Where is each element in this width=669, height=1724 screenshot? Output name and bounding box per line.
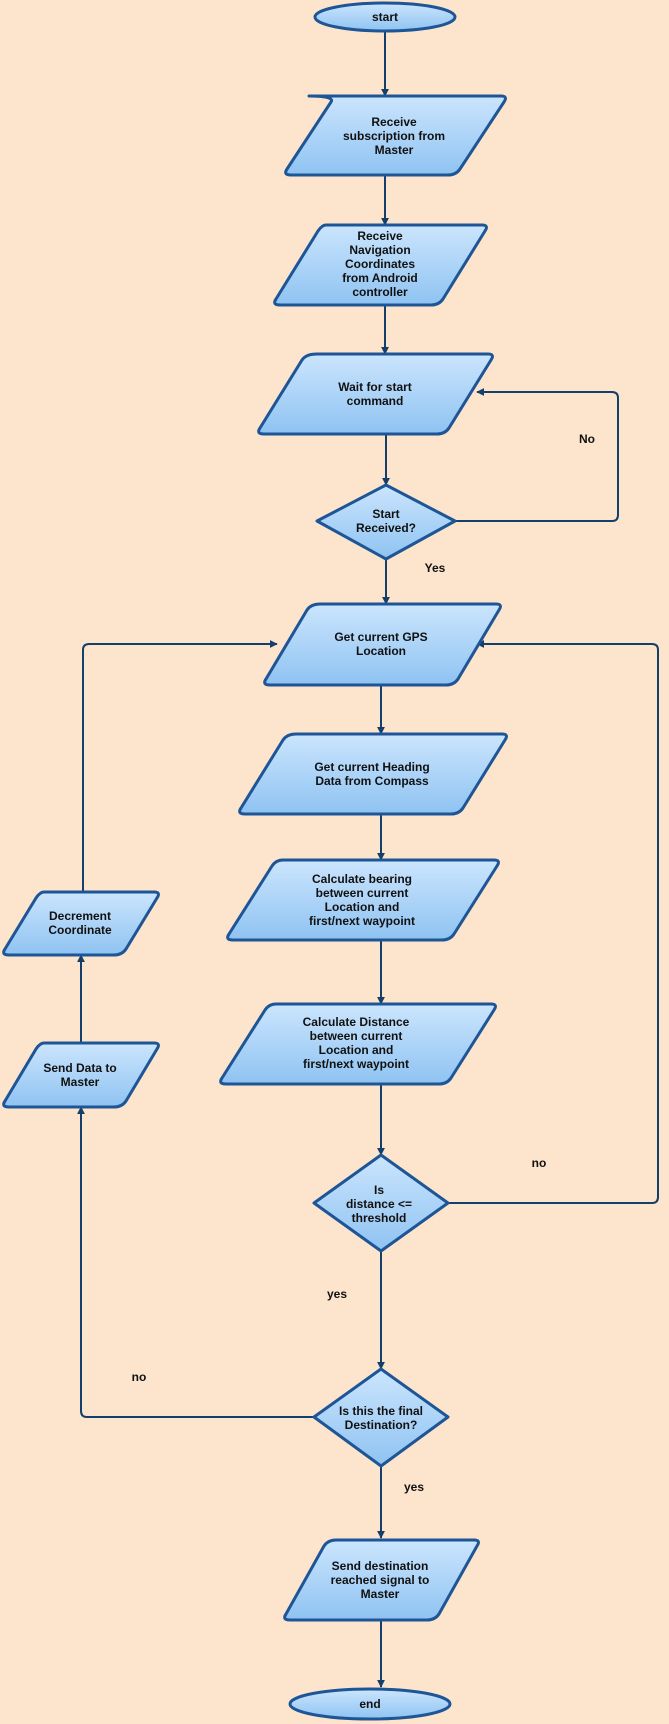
- node-text-line: Receive: [371, 115, 417, 129]
- edge-decrement-to-gps: [82, 640, 278, 892]
- node-text-line: threshold: [352, 1211, 407, 1225]
- node-text-line: between current: [310, 1029, 403, 1043]
- edge-labels: No Yes no yes no yes: [132, 432, 595, 1494]
- node-text-line: Get current GPS: [334, 630, 427, 644]
- node-text-line: Location and: [325, 900, 400, 914]
- node-text-line: Get current Heading: [314, 760, 429, 774]
- edge-distance-check-no-loop: [448, 640, 659, 1204]
- node-text-line: Is: [374, 1183, 384, 1197]
- edges: [77, 31, 659, 1688]
- edge-start-received-no-loop: [455, 388, 619, 522]
- label-start-no: No: [579, 432, 595, 446]
- node-text-line: end: [359, 1697, 380, 1711]
- label-distance-yes: yes: [327, 1287, 347, 1301]
- node-text-line: Master: [361, 1587, 400, 1601]
- node-text-line: Location and: [319, 1043, 394, 1057]
- node-text-line: reached signal to: [331, 1573, 430, 1587]
- node-text-line: Decrement: [49, 909, 111, 923]
- node-text-line: Coordinate: [48, 923, 112, 937]
- node-text-line: Calculate bearing: [312, 872, 412, 886]
- node-text-line: Send destination: [332, 1559, 429, 1573]
- label-final-no: no: [132, 1370, 147, 1384]
- node-end-text: end: [359, 1697, 380, 1711]
- node-text-line: Navigation: [349, 243, 410, 257]
- node-text-line: Master: [375, 143, 414, 157]
- node-end: end: [288, 1687, 452, 1721]
- node-text-line: Master: [61, 1075, 100, 1089]
- node-text-line: Location: [356, 644, 406, 658]
- node-text-line: Is this the final: [339, 1404, 423, 1418]
- node-text-line: Data from Compass: [315, 774, 429, 788]
- node-text-line: command: [347, 394, 404, 408]
- node-text-line: from Android: [342, 271, 418, 285]
- node-text-line: start: [372, 10, 398, 24]
- node-text-line: Calculate Distance: [303, 1015, 410, 1029]
- node-start-text: start: [372, 10, 398, 24]
- node-text-line: Send Data to: [43, 1061, 116, 1075]
- node-text-line: Destination?: [345, 1418, 418, 1432]
- node-text-line: first/next waypoint: [309, 914, 415, 928]
- node-start: start: [313, 1, 457, 33]
- node-text-line: controller: [352, 285, 408, 299]
- label-start-yes: Yes: [425, 561, 446, 575]
- node-text-line: distance <=: [346, 1197, 412, 1211]
- label-distance-no: no: [532, 1156, 547, 1170]
- node-text-line: Received?: [356, 521, 416, 535]
- node-text-line: subscription from: [343, 129, 445, 143]
- node-text-line: first/next waypoint: [303, 1057, 409, 1071]
- label-final-yes: yes: [404, 1480, 424, 1494]
- node-text-line: between current: [316, 886, 409, 900]
- edge-final-check-no: [77, 1106, 314, 1418]
- node-text-line: Receive: [357, 229, 403, 243]
- node-text-line: Coordinates: [345, 257, 415, 271]
- node-text-line: Wait for start: [338, 380, 412, 394]
- node-text-line: Start: [372, 507, 399, 521]
